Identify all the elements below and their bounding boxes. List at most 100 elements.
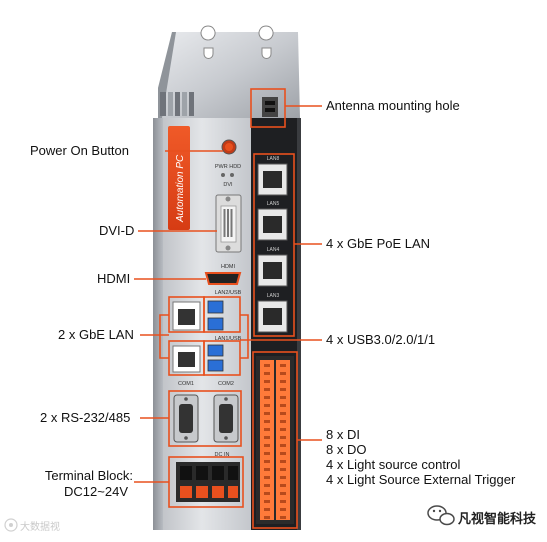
dio-pin [264, 500, 270, 503]
hdmi-port [204, 272, 242, 285]
left-watermark: 大数据视 [20, 522, 60, 533]
dio-pin [264, 460, 270, 463]
dvi-port [215, 194, 242, 253]
brand-strip [168, 126, 190, 230]
antenna-bracket [250, 88, 286, 128]
dio-pin [264, 516, 270, 519]
io-label-light-control: 4 x Light source control [326, 457, 461, 472]
dio-pin [280, 436, 286, 439]
io-label-do: 8 x DO [326, 442, 367, 457]
gbe-lan-callout-branch [159, 314, 169, 359]
dio-pin [264, 476, 270, 479]
dio-pin [280, 476, 286, 479]
svg-text:LAN5: LAN5 [267, 201, 280, 207]
dio-pin [280, 412, 286, 415]
dio-pin [280, 444, 286, 447]
dio-pin [264, 388, 270, 391]
poe-lan-3: LAN4 [257, 247, 288, 287]
dio-pin [280, 508, 286, 511]
pwr-led [221, 173, 225, 177]
usb-port-4 [207, 359, 224, 372]
dio-pin [280, 396, 286, 399]
usb-port-3 [207, 344, 224, 357]
io-label-light-trigger: 4 x Light Source External Trigger [326, 472, 516, 487]
chassis-side-panel [153, 118, 163, 530]
right-watermark: 凡视智能科技 [458, 512, 537, 527]
dio-pin [264, 508, 270, 511]
heat-fins [160, 92, 194, 116]
com1-label: COM1 [178, 381, 194, 387]
dio-pin [280, 468, 286, 471]
dio-pin [280, 364, 286, 367]
hdmi-callout-label: HDMI [97, 271, 131, 286]
usb-callout-branch [240, 314, 249, 359]
poe-lan-label: 4 x GbE PoE LAN [326, 236, 431, 251]
dvi-label: DVI [223, 182, 233, 188]
rs232-label: 2 x RS-232/485 [40, 410, 131, 425]
dio-pin [280, 460, 286, 463]
dio-pin [264, 444, 270, 447]
mounting-hole-left [200, 25, 216, 59]
usb-port-2 [207, 317, 224, 331]
poe-lan-bracket [253, 153, 295, 337]
callout-lines [134, 105, 322, 483]
com-port-1 [173, 394, 199, 443]
svg-text:LAN4: LAN4 [267, 247, 280, 253]
hdmi-label: HDMI [221, 264, 236, 270]
lan-port-1 [172, 301, 201, 331]
hdd-led [230, 173, 234, 177]
dio-pin [280, 452, 286, 455]
usb-label: 4 x USB3.0/2.0/1/1 [326, 332, 436, 347]
dio-pin [264, 380, 270, 383]
terminal-block-label-1: Terminal Block: [44, 468, 133, 483]
pwr-hdd-label: PWR HDD [215, 164, 241, 170]
dvi-d-label: DVI-D [99, 223, 135, 238]
dark-module-edge [297, 118, 301, 530]
dio-pin [264, 404, 270, 407]
terminal-block [176, 462, 240, 502]
lan2-usb-label: LAN2/USB [215, 290, 242, 296]
dio-pin [280, 428, 286, 431]
dio-pin [264, 436, 270, 439]
antenna-label: Antenna mounting hole [326, 98, 460, 113]
power-button-label: Power On Button [30, 143, 129, 158]
dio-pin [264, 372, 270, 375]
wechat-logo-icon [427, 505, 455, 526]
svg-text:LAN3: LAN3 [267, 293, 280, 299]
dio-pin [280, 484, 286, 487]
dio-pin [264, 396, 270, 399]
terminal-block-label-2: DC12~24V [64, 484, 128, 499]
dio-pin [280, 372, 286, 375]
svg-text:LAN8: LAN8 [267, 156, 280, 162]
io-label-di: 8 x DI [326, 427, 360, 442]
brand-text: Automation PC [175, 154, 186, 223]
power-button[interactable] [225, 143, 233, 151]
dio-pin [264, 364, 270, 367]
dio-pins [264, 364, 286, 519]
dc-in-label: DC IN [215, 452, 230, 458]
dio-pin [264, 468, 270, 471]
dio-terminal-column [256, 356, 294, 524]
com-port-2 [213, 394, 239, 443]
antenna-hole [262, 97, 278, 117]
poe-lan-2: LAN5 [257, 201, 288, 241]
dio-pin [264, 420, 270, 423]
mounting-hole-right [258, 25, 274, 59]
dio-pin [264, 492, 270, 495]
poe-lan-1: LAN8 [257, 156, 288, 196]
dio-pin [264, 412, 270, 415]
dio-pin [280, 380, 286, 383]
dio-pin [280, 492, 286, 495]
dio-pin [280, 516, 286, 519]
dio-pin [280, 420, 286, 423]
lan-port-2 [172, 345, 201, 373]
gbe-lan-label: 2 x GbE LAN [58, 327, 134, 342]
dio-pin [264, 428, 270, 431]
dio-pin [280, 388, 286, 391]
dio-pin [264, 484, 270, 487]
dio-pin [280, 404, 286, 407]
usb-port-1 [207, 300, 224, 314]
poe-lan-4: LAN3 [257, 293, 288, 333]
left-watermark-icon [4, 518, 18, 532]
